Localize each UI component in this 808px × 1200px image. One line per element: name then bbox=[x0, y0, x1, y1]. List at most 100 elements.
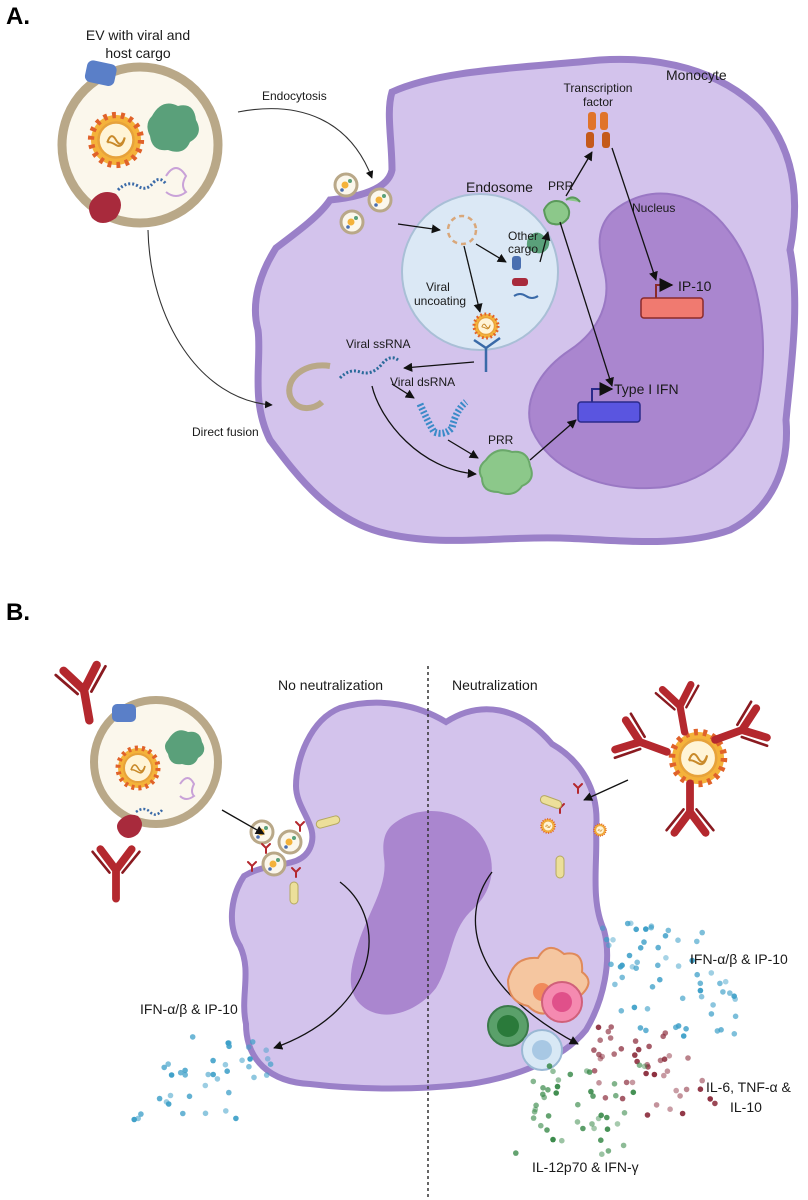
cytokine-dot bbox=[530, 1078, 537, 1085]
receptor bbox=[473, 336, 501, 372]
cytokine-dot bbox=[634, 959, 640, 966]
cytokine-cloud-right bbox=[513, 920, 739, 1157]
il6-label-2: IL-10 bbox=[730, 1099, 762, 1115]
cytokine-dot bbox=[699, 929, 705, 936]
cytokine-dot bbox=[239, 1057, 245, 1064]
receptor-b3 bbox=[539, 795, 563, 809]
cytokine-dot bbox=[620, 1142, 627, 1149]
cytokine-dot bbox=[635, 1046, 642, 1053]
cytokine-dot bbox=[544, 1127, 550, 1133]
cytokine-dot bbox=[602, 1095, 609, 1101]
cytokine-dot bbox=[629, 964, 636, 970]
il12-label: IL-12p70 & IFN-γ bbox=[532, 1159, 639, 1175]
cytokine-dot bbox=[214, 1076, 221, 1082]
cytokine-dot bbox=[605, 1148, 612, 1154]
cytokine-dot bbox=[618, 1046, 625, 1052]
cytokine-dot bbox=[699, 1077, 705, 1084]
cytokine-dot bbox=[575, 1101, 581, 1108]
cytokine-dot bbox=[550, 1068, 556, 1075]
vesicle-b2 bbox=[277, 829, 303, 855]
arrow-capsid-uncoating bbox=[463, 245, 483, 313]
cytokine-dot bbox=[732, 1013, 739, 1020]
cytokine-dot bbox=[608, 961, 614, 968]
panel-a-label: A. bbox=[6, 3, 30, 30]
cytokine-dot bbox=[210, 1057, 216, 1064]
cytokine-dot bbox=[675, 963, 682, 969]
cytokine-dot bbox=[588, 1088, 594, 1095]
cytokine-dot bbox=[202, 1110, 209, 1117]
cytokine-dot bbox=[632, 1038, 639, 1044]
cytokine-dot bbox=[599, 925, 606, 931]
transcription-label-2: factor bbox=[583, 95, 613, 109]
cytokine-dot bbox=[628, 920, 634, 927]
cytokine-dot bbox=[630, 1089, 637, 1096]
cytokine-dot bbox=[595, 1024, 602, 1031]
cytokine-dot bbox=[708, 1011, 715, 1017]
cytokine-dot bbox=[679, 1110, 686, 1117]
cytokine-dot bbox=[633, 965, 639, 971]
arrow-into-endosome bbox=[397, 223, 441, 234]
cytokine-dot bbox=[662, 1030, 669, 1036]
receptor-b2 bbox=[289, 881, 299, 905]
extracellular-vesicle-b bbox=[90, 696, 222, 838]
cytokine-dot bbox=[574, 1119, 581, 1125]
cytokine-dot bbox=[727, 990, 733, 996]
cytokine-dot bbox=[168, 1072, 175, 1078]
antibody-top-left bbox=[55, 664, 114, 725]
transcription-label-1: Transcription bbox=[564, 81, 633, 95]
cytokine-dot bbox=[532, 1106, 539, 1113]
viral-dsrna bbox=[416, 399, 469, 437]
cytokine-dot bbox=[649, 984, 656, 990]
cytokine-dot bbox=[623, 1079, 630, 1086]
ifn-right-label: IFN-α/β & IP-10 bbox=[690, 951, 788, 967]
cytokine-dot bbox=[618, 1008, 625, 1014]
cytokine-dot bbox=[712, 1100, 718, 1107]
cytokine-dot bbox=[655, 962, 661, 969]
cytokine-dot bbox=[677, 1093, 683, 1099]
cytokine-dot bbox=[629, 1079, 636, 1086]
antibody-right-4 bbox=[655, 683, 705, 735]
cytokine-dot bbox=[554, 1083, 561, 1090]
cytokine-dot bbox=[626, 952, 633, 959]
cytokine-dot bbox=[662, 933, 669, 939]
cytokine-dot bbox=[631, 1004, 638, 1011]
ifn-left-label: IFN-α/β & IP-10 bbox=[140, 1001, 238, 1017]
ev-label-line2: host cargo bbox=[105, 45, 171, 61]
cytokine-dot bbox=[679, 995, 686, 1002]
arrow-endocytosis bbox=[237, 108, 374, 179]
cytokine-dot bbox=[224, 1068, 230, 1074]
cytokine-dot bbox=[156, 1095, 163, 1102]
ip10-gene bbox=[640, 297, 704, 319]
cytokine-dot bbox=[605, 1028, 612, 1035]
arrow-to-other-cargo bbox=[475, 243, 507, 263]
vesicle-b1 bbox=[249, 819, 275, 845]
cytokine-dot bbox=[655, 944, 661, 951]
b-cell-blue bbox=[521, 1029, 563, 1071]
cytokine-dot bbox=[226, 1043, 232, 1050]
cytokine-dot bbox=[710, 1002, 716, 1008]
arrow-prr-to-ifn-gene bbox=[529, 419, 577, 461]
viral-ssrna bbox=[338, 356, 399, 380]
cytokine-dot bbox=[651, 1071, 658, 1078]
cytokine-dot bbox=[680, 1033, 687, 1039]
cytokine-dot bbox=[584, 1068, 590, 1074]
cytokine-dot bbox=[138, 1111, 144, 1117]
cytokine-dot bbox=[545, 1113, 552, 1119]
cytokine-dot bbox=[189, 1034, 196, 1040]
cytokine-dot bbox=[665, 927, 672, 934]
monocyte-label: Monocyte bbox=[666, 67, 727, 83]
cytokine-dot bbox=[619, 962, 625, 969]
cytokine-dot bbox=[694, 938, 700, 945]
cytokine-dot bbox=[247, 1056, 253, 1062]
cytokine-dot bbox=[619, 1095, 626, 1102]
cytokine-dot bbox=[697, 987, 704, 994]
cytokine-dot bbox=[165, 1061, 171, 1067]
cytokine-dot bbox=[689, 957, 695, 964]
cytokine-dot bbox=[708, 970, 715, 976]
tiny-ab-2 bbox=[295, 821, 305, 832]
receptor-b1 bbox=[315, 815, 341, 829]
cytokine-dot bbox=[666, 1053, 673, 1059]
cargo-rna bbox=[513, 293, 539, 299]
cytokine-dot bbox=[641, 939, 647, 945]
cytokine-dot bbox=[541, 1094, 547, 1101]
